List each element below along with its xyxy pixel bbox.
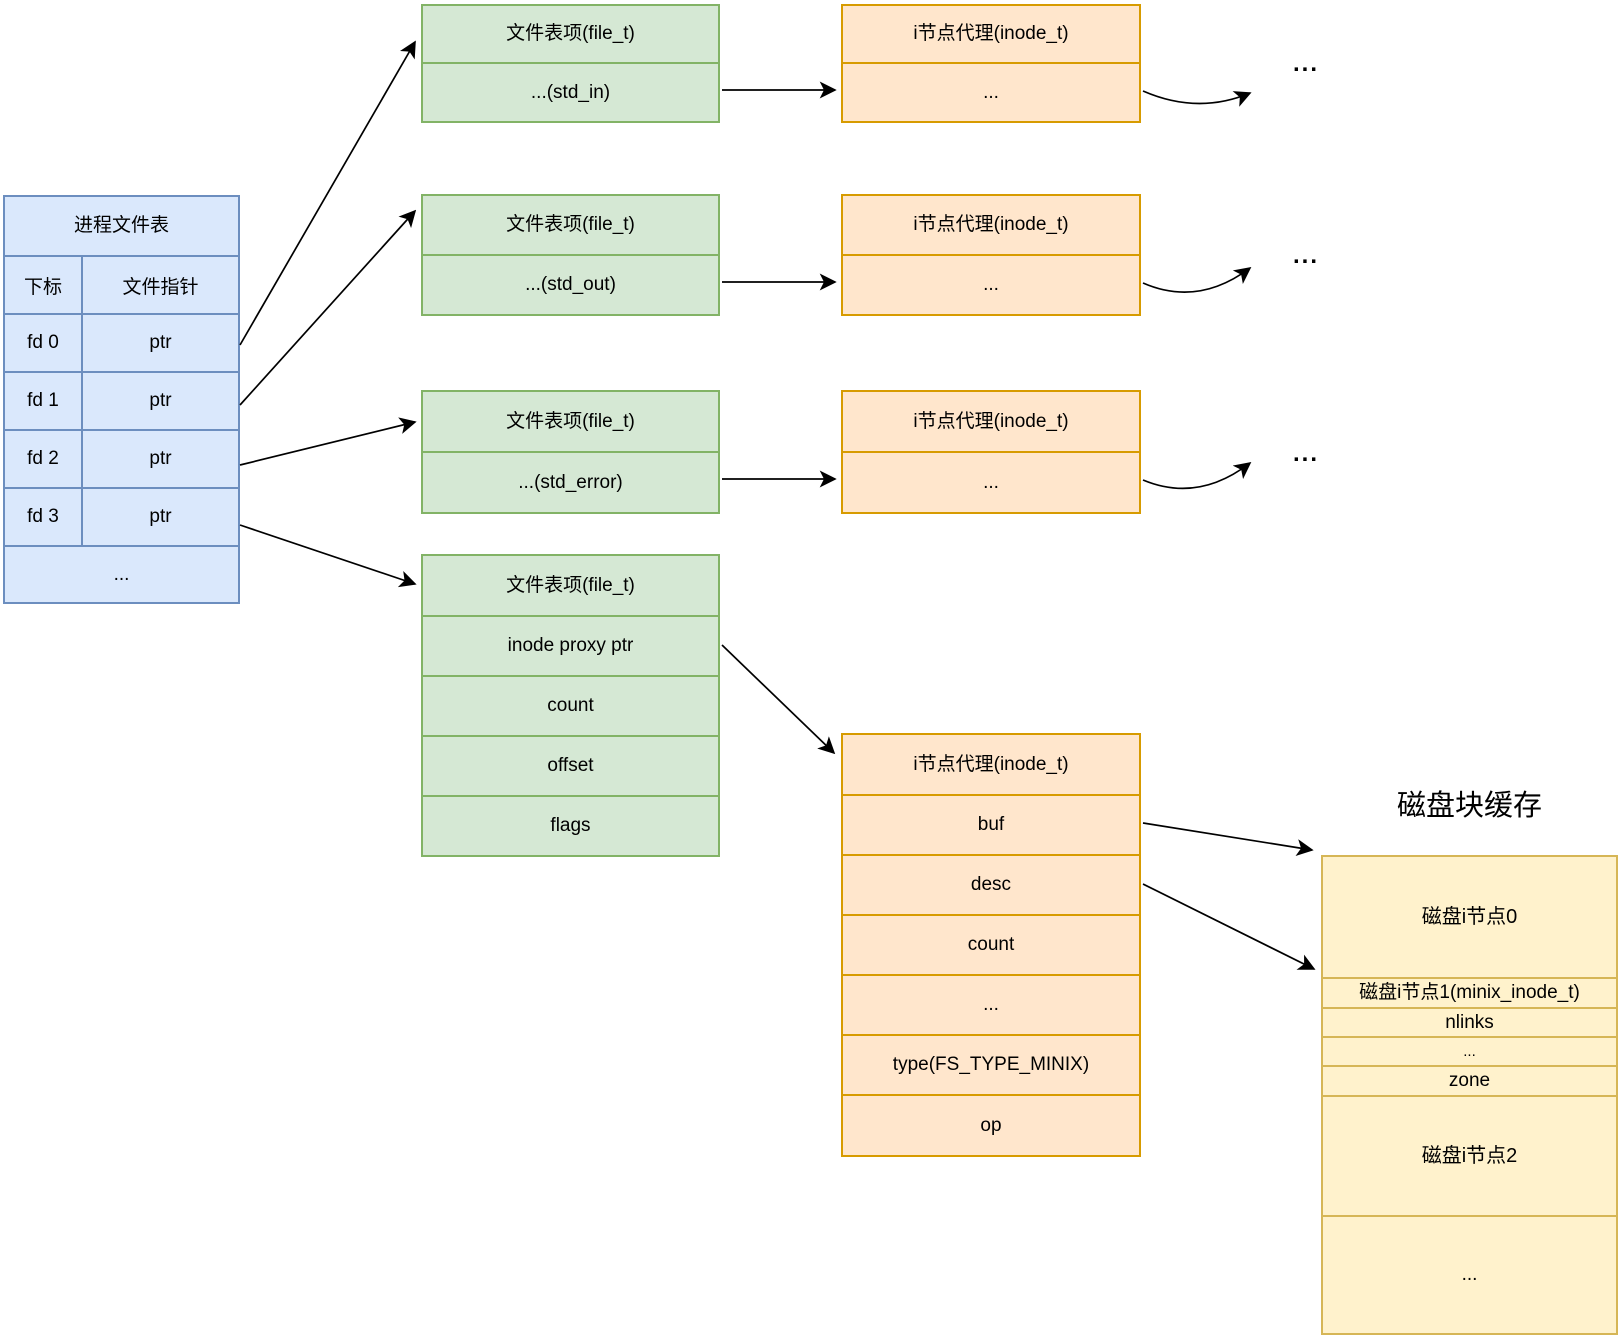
disk-inode-1-header: 磁盘i节点1(minix_inode_t): [1323, 977, 1616, 1007]
disk-cache-box: 磁盘i节点0 磁盘i节点1(minix_inode_t) nlinks ... …: [1321, 855, 1618, 1335]
inode-proxy-1-body: ...: [843, 254, 1139, 314]
curved-arrow-inode-proxy-0-more: [1142, 90, 1252, 107]
disk-inode-1-nlinks: nlinks: [1323, 1007, 1616, 1036]
file-entry-detailed-header: 文件表项(file_t): [506, 574, 635, 596]
arrow-inode-proxy-ptr-to-detailed-proxy: [721, 644, 836, 755]
arrow-desc-to-disk-inode-1: [1142, 883, 1316, 970]
file-entry-stdout-body: ...(std_out): [423, 254, 718, 314]
arrow-fd0-to-stdin-entry: [239, 40, 416, 346]
inode-proxy-0: i节点代理(inode_t) ...: [841, 4, 1141, 123]
inode-proxy-field-buf: buf: [843, 794, 1139, 854]
inode-proxy-field-desc: desc: [843, 854, 1139, 914]
inode-proxy-0-body: ...: [843, 62, 1139, 121]
file-entry-stdin: 文件表项(file_t) ...(std_in): [421, 4, 720, 123]
curved-arrow-inode-proxy-2-more: [1142, 461, 1252, 490]
process-file-table: 进程文件表 下标 文件指针 fd 0 ptr fd 1 ptr fd 2 ptr…: [3, 195, 240, 604]
arrow-fd1-to-stdout-entry: [239, 209, 417, 406]
file-entry-stdout: 文件表项(file_t) ...(std_out): [421, 194, 720, 316]
disk-inode-0: 磁盘i节点0: [1421, 905, 1518, 928]
inode-proxy-detailed: i节点代理(inode_t) buf desc count ... type(F…: [841, 733, 1141, 1157]
disk-inode-1-ellipsis: ...: [1323, 1036, 1616, 1065]
process-file-table-title: 进程文件表: [73, 215, 169, 237]
inode-proxy-field-type: type(FS_TYPE_MINIX): [843, 1034, 1139, 1094]
fd3-label: fd 3: [5, 489, 83, 545]
inode-proxy-0-header: i节点代理(inode_t): [913, 23, 1069, 45]
file-entry-stdout-header: 文件表项(file_t): [506, 214, 635, 236]
inode-proxy-1: i节点代理(inode_t) ...: [841, 194, 1141, 316]
inode-proxy-2: i节点代理(inode_t) ...: [841, 390, 1141, 514]
file-entry-stdin-header: 文件表项(file_t): [506, 23, 635, 45]
inode-proxy-field-count: count: [843, 914, 1139, 974]
curved-arrow-inode-proxy-1-more: [1142, 266, 1252, 293]
file-entry-stderr: 文件表项(file_t) ...(std_error): [421, 390, 720, 514]
arrow-fd3-to-detailed-entry: [239, 524, 417, 588]
continuation-ellipsis-1: ...: [1292, 242, 1319, 269]
table-row-fd0: fd 0 ptr: [5, 313, 238, 371]
file-entry-field-count: count: [423, 675, 718, 735]
disk-inode-2: 磁盘i节点2: [1323, 1095, 1616, 1215]
fd2-label: fd 2: [5, 431, 83, 487]
fd2-pointer: ptr: [149, 448, 172, 469]
continuation-ellipsis-0: ...: [1292, 50, 1319, 77]
column-header-index: 下标: [5, 257, 83, 313]
continuation-ellipsis-2: ...: [1292, 440, 1319, 467]
inode-proxy-detailed-header: i节点代理(inode_t): [913, 753, 1069, 775]
inode-proxy-2-body: ...: [843, 451, 1139, 512]
file-entry-field-offset: offset: [423, 735, 718, 795]
process-file-table-column-headers: 下标 文件指针: [5, 255, 238, 313]
disk-cache-title: 磁盘块缓存: [1396, 790, 1542, 822]
disk-inode-1-zone: zone: [1323, 1065, 1616, 1095]
inode-proxy-field-ellipsis: ...: [843, 974, 1139, 1034]
file-entry-field-flags: flags: [423, 795, 718, 855]
inode-proxy-field-op: op: [843, 1094, 1139, 1155]
disk-cache-more-ellipsis: ...: [1323, 1215, 1616, 1333]
table-row-fd2: fd 2 ptr: [5, 429, 238, 487]
fd0-label: fd 0: [5, 315, 83, 371]
file-entry-field-inode-proxy-ptr: inode proxy ptr: [423, 615, 718, 675]
file-entry-stderr-body: ...(std_error): [423, 451, 718, 512]
fd0-pointer: ptr: [149, 332, 172, 353]
file-entry-stdin-body: ...(std_in): [423, 62, 718, 121]
arrow-buf-to-disk-inode-0: [1142, 822, 1314, 856]
column-header-pointer: 文件指针: [122, 276, 199, 298]
table-row-fd1: fd 1 ptr: [5, 371, 238, 429]
fd1-label: fd 1: [5, 373, 83, 429]
file-entry-stderr-header: 文件表项(file_t): [506, 410, 635, 432]
fd3-pointer: ptr: [149, 506, 172, 527]
arrow-fd2-to-stderr-entry: [239, 417, 417, 466]
inode-proxy-1-header: i节点代理(inode_t): [913, 214, 1069, 236]
inode-proxy-2-header: i节点代理(inode_t): [913, 410, 1069, 432]
fd1-pointer: ptr: [149, 390, 172, 411]
table-row-more-ellipsis: ...: [5, 545, 238, 602]
table-row-fd3: fd 3 ptr: [5, 487, 238, 545]
file-entry-detailed: 文件表项(file_t) inode proxy ptr count offse…: [421, 554, 720, 857]
